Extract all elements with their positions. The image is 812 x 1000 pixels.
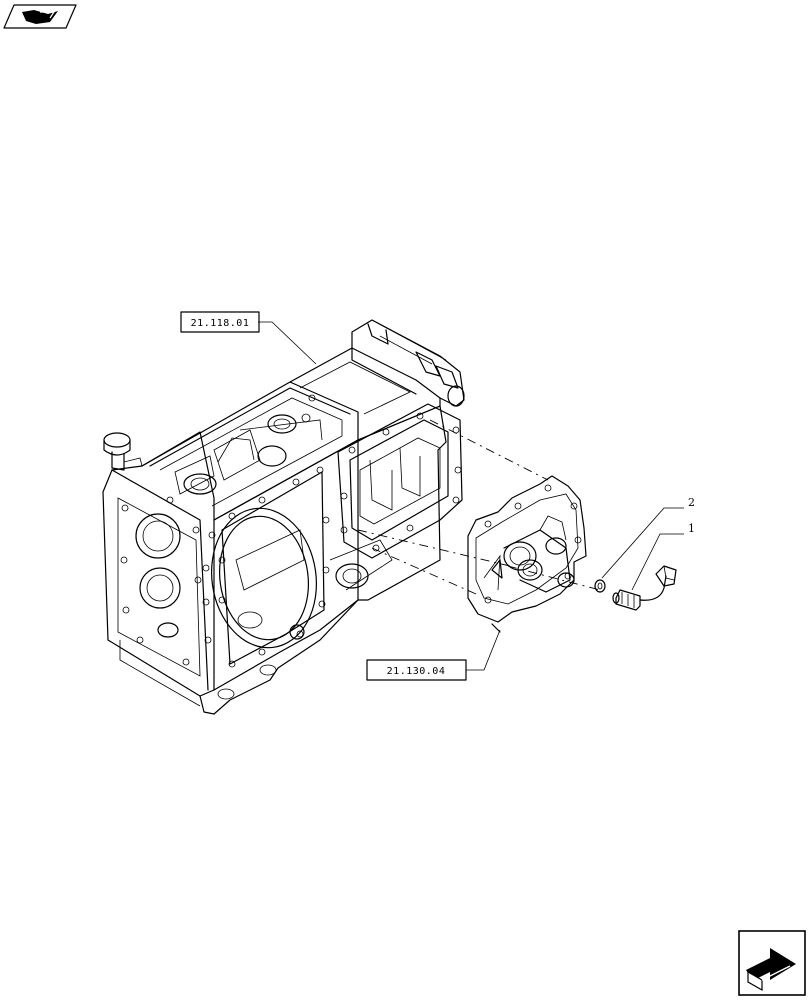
- next-page-arrow-icon[interactable]: [738, 930, 806, 996]
- sensor-with-cable: [612, 565, 677, 611]
- rear-cover-plate: [467, 475, 587, 633]
- book-nav-icon[interactable]: [3, 4, 77, 29]
- ref-box-cover[interactable]: 21.130.04: [366, 659, 467, 681]
- callout-item-2: 2: [688, 496, 695, 509]
- ref-cover-text: 21.130.04: [387, 666, 446, 677]
- callout-item-1: 1: [688, 522, 695, 535]
- leader-lines: [258, 321, 684, 671]
- ref-housing-text: 21.118.01: [191, 318, 250, 329]
- assembly-guide-lines: [357, 419, 601, 595]
- sealing-washer: [594, 579, 606, 593]
- transmission-housing: [102, 319, 465, 715]
- ref-box-housing[interactable]: 21.118.01: [180, 311, 260, 333]
